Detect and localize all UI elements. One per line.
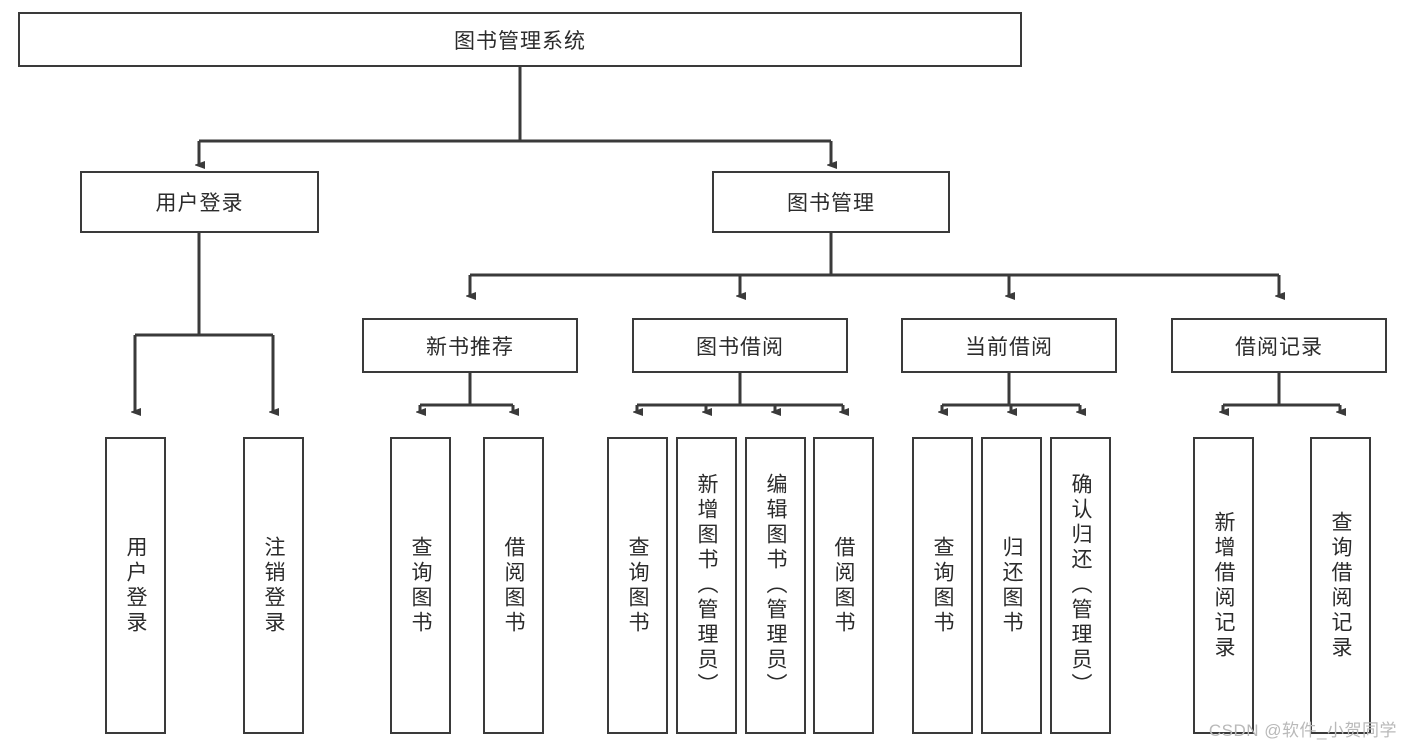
leaf-book-borrow-query-book[interactable]: 查询图书 — [607, 437, 668, 734]
leaf-book-borrow-borrow-book[interactable]: 借阅图书 — [813, 437, 874, 734]
leaf-current-borrow-return-book[interactable]: 归还图书 — [981, 437, 1042, 734]
watermark-text: CSDN @软件_小贺同学 — [1208, 721, 1397, 740]
leaf-label: 查询图书 — [409, 535, 432, 636]
leaf-book-borrow-add-book-admin[interactable]: 新增图书（管理员） — [676, 437, 737, 734]
leaf-label: 用户登录 — [124, 535, 147, 636]
leaf-label: 确认归还（管理员） — [1069, 473, 1092, 698]
leaf-user-login-signin[interactable]: 用户登录 — [105, 437, 166, 734]
node-label: 用户登录 — [155, 192, 244, 215]
node-user-login[interactable]: 用户登录 — [80, 171, 319, 233]
leaf-new-book-borrow-book[interactable]: 借阅图书 — [483, 437, 544, 734]
leaf-label: 借阅图书 — [832, 535, 855, 636]
leaf-label: 编辑图书（管理员） — [764, 473, 787, 698]
node-book-management[interactable]: 图书管理 — [712, 171, 950, 233]
node-borrow-record[interactable]: 借阅记录 — [1171, 318, 1387, 373]
node-label: 图书管理系统 — [454, 29, 586, 53]
node-new-book-recommend[interactable]: 新书推荐 — [362, 318, 578, 373]
leaf-label: 新增借阅记录 — [1212, 510, 1235, 661]
node-label: 新书推荐 — [426, 335, 514, 359]
leaf-borrow-record-query-record[interactable]: 查询借阅记录 — [1310, 437, 1371, 734]
node-label: 借阅记录 — [1235, 335, 1323, 359]
leaf-book-borrow-edit-book-admin[interactable]: 编辑图书（管理员） — [745, 437, 806, 734]
leaf-user-login-signout[interactable]: 注销登录 — [243, 437, 304, 734]
node-root-book-management-system[interactable]: 图书管理系统 — [18, 12, 1022, 67]
node-label: 图书借阅 — [696, 335, 784, 359]
leaf-current-borrow-query-book[interactable]: 查询图书 — [912, 437, 973, 734]
node-book-borrow[interactable]: 图书借阅 — [632, 318, 848, 373]
leaf-label: 归还图书 — [1000, 535, 1023, 636]
leaf-label: 查询图书 — [931, 535, 954, 636]
node-current-borrow[interactable]: 当前借阅 — [901, 318, 1117, 373]
node-label: 图书管理 — [787, 192, 875, 215]
leaf-current-borrow-confirm-return-admin[interactable]: 确认归还（管理员） — [1050, 437, 1111, 734]
node-label: 当前借阅 — [965, 335, 1053, 359]
leaf-label: 查询图书 — [626, 535, 649, 636]
leaf-new-book-query-book[interactable]: 查询图书 — [390, 437, 451, 734]
leaf-label: 新增图书（管理员） — [695, 473, 718, 698]
leaf-label: 查询借阅记录 — [1329, 510, 1352, 661]
leaf-label: 注销登录 — [262, 535, 285, 636]
leaf-label: 借阅图书 — [502, 535, 525, 636]
leaf-borrow-record-add-record[interactable]: 新增借阅记录 — [1193, 437, 1254, 734]
